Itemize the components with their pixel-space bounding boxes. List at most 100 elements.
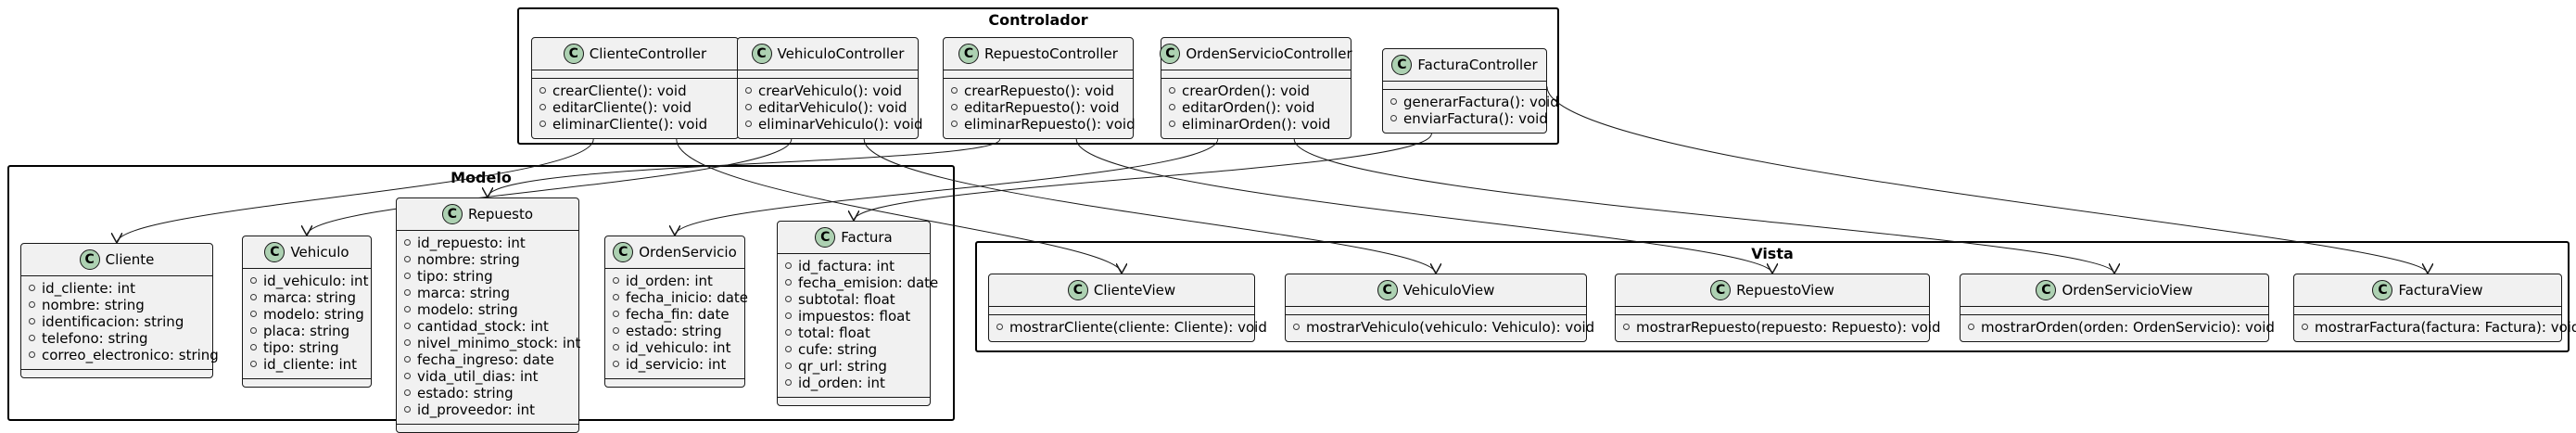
package-title-modelo: Modelo (450, 169, 512, 186)
public-visibility-icon (1169, 87, 1175, 94)
class-icon: C (441, 204, 463, 224)
public-visibility-icon (29, 301, 35, 308)
public-visibility-icon (404, 239, 411, 246)
public-visibility-icon (404, 256, 411, 262)
field: correo_electronico: string (29, 347, 219, 363)
class-icon: C (958, 44, 980, 64)
class-icon: C (1391, 55, 1413, 75)
method: editarRepuesto(): void (951, 99, 1125, 116)
class-icon: C (264, 242, 286, 262)
field: id_proveedor: int (404, 401, 571, 418)
field: fecha_emision: date (785, 274, 938, 291)
public-visibility-icon (1390, 115, 1397, 121)
class-icon: C (79, 249, 100, 270)
field: marca: string (250, 289, 363, 306)
public-visibility-icon (250, 361, 257, 367)
field: estado: string (613, 323, 737, 339)
class-name: VehiculoView (1402, 282, 1495, 299)
class-name: OrdenServicioController (1186, 45, 1352, 62)
class-icon: C (1710, 280, 1732, 300)
public-visibility-icon (745, 87, 752, 94)
method: crearCliente(): void (539, 83, 730, 99)
public-visibility-icon (404, 373, 411, 379)
method: crearVehiculo(): void (745, 83, 910, 99)
public-visibility-icon (1623, 324, 1630, 330)
public-visibility-icon (785, 262, 792, 269)
field: id_factura: int (785, 258, 922, 274)
method: mostrarCliente(cliente: Cliente): void (996, 319, 1267, 336)
field: nivel_minimo_stock: int (404, 335, 580, 351)
class-name: RepuestoController (984, 45, 1118, 62)
public-visibility-icon (539, 104, 546, 110)
package-title-vista: Vista (1751, 245, 1794, 262)
public-visibility-icon (951, 121, 958, 127)
field: nombre: string (404, 251, 571, 268)
field: fecha_fin: date (613, 306, 737, 323)
public-visibility-icon (250, 277, 257, 284)
field: tipo: string (404, 268, 571, 285)
public-visibility-icon (785, 363, 792, 369)
method: eliminarCliente(): void (539, 116, 730, 133)
field: id_vehiculo: int (613, 339, 737, 356)
public-visibility-icon (785, 329, 792, 336)
field: cantidad_stock: int (404, 318, 571, 335)
field: cufe: string (785, 341, 922, 358)
public-visibility-icon (745, 104, 752, 110)
method: eliminarVehiculo(): void (745, 116, 923, 133)
public-visibility-icon (951, 87, 958, 94)
public-visibility-icon (250, 311, 257, 317)
public-visibility-icon (29, 335, 35, 341)
field: fecha_inicio: date (613, 289, 748, 306)
public-visibility-icon (785, 279, 792, 286)
class-name: Repuesto (467, 206, 534, 223)
class-icon: C (1377, 280, 1398, 300)
class-icon: C (2036, 280, 2057, 300)
field: id_servicio: int (613, 356, 737, 373)
public-visibility-icon (613, 294, 619, 300)
class-icon: C (751, 44, 772, 64)
public-visibility-icon (785, 379, 792, 386)
method: crearRepuesto(): void (951, 83, 1125, 99)
public-visibility-icon (996, 324, 1003, 330)
public-visibility-icon (745, 121, 752, 127)
field: telefono: string (29, 330, 205, 347)
method: editarCliente(): void (539, 99, 730, 116)
field: subtotal: float (785, 291, 922, 308)
public-visibility-icon (29, 285, 35, 291)
class-name: OrdenServicioView (2062, 282, 2193, 299)
field: total: float (785, 325, 922, 341)
public-visibility-icon (539, 87, 546, 94)
class-icon: C (613, 242, 634, 262)
method: mostrarVehiculo(vehiculo: Vehiculo): voi… (1293, 319, 1594, 336)
public-visibility-icon (250, 294, 257, 300)
method: eliminarRepuesto(): void (951, 116, 1136, 133)
field: id_vehiculo: int (250, 273, 368, 289)
public-visibility-icon (613, 277, 619, 284)
field: modelo: string (404, 301, 571, 318)
method: eliminarOrden(): void (1169, 116, 1343, 133)
field: id_repuesto: int (404, 235, 571, 251)
class-name: FacturaController (1417, 57, 1538, 73)
public-visibility-icon (539, 121, 546, 127)
class-icon: C (2372, 280, 2393, 300)
public-visibility-icon (1169, 121, 1175, 127)
field: nombre: string (29, 297, 205, 313)
class-icon: C (1067, 280, 1088, 300)
class-name: Cliente (105, 251, 155, 268)
class-icon: C (815, 227, 836, 248)
